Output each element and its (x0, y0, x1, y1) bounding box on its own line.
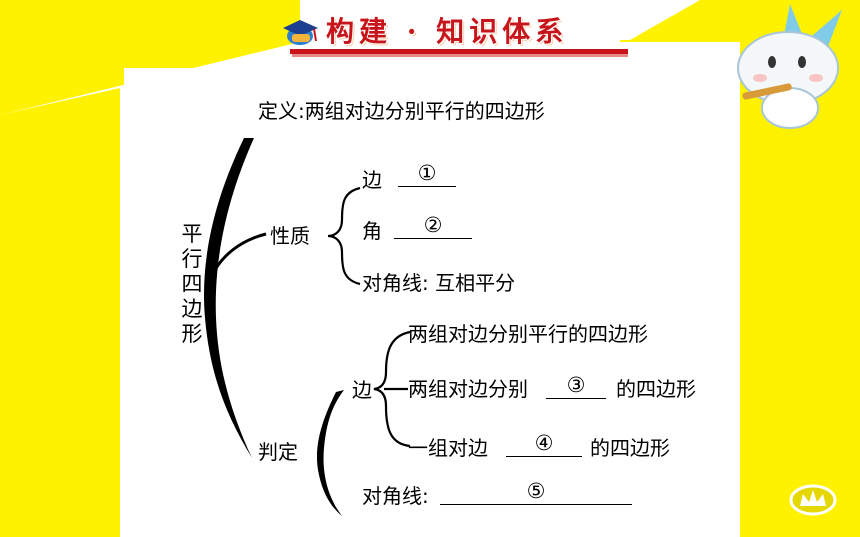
property-angle-blank: ② (394, 214, 472, 239)
property-side-blank: ① (398, 162, 456, 187)
content-panel (124, 68, 740, 537)
root-brace (204, 138, 254, 458)
criteria-label: 判定 (258, 440, 298, 464)
property-angle-label: 角 (362, 219, 382, 243)
branch-to-properties (208, 232, 267, 281)
root-char: 平 (181, 222, 203, 246)
yellow-band-top-left (0, 0, 300, 115)
graduation-cap-icon (283, 20, 318, 45)
header-underline (290, 49, 628, 54)
property-side-label: 边 (362, 168, 382, 192)
property-diagonal-text: 对角线: 互相平分 (362, 271, 516, 295)
root-char: 行 (181, 247, 203, 271)
criteria-brace (316, 390, 344, 516)
criteria-item-3-blank: ④ (506, 432, 582, 457)
criteria-diagonal-blank: ⑤ (440, 480, 632, 505)
root-label: 平 行 四 边 形 (180, 222, 204, 347)
criteria-item-2-blank: ③ (546, 374, 606, 399)
crown-logo-icon (789, 484, 837, 516)
criteria-item-1: 两组对边分别平行的四边形 (408, 322, 648, 346)
criteria-item-2-suffix: 的四边形 (616, 377, 696, 401)
criteria-side-label: 边 (352, 378, 372, 402)
root-char: 四 (181, 272, 203, 296)
white-ribbon (300, 0, 700, 40)
criteria-item-3-suffix: 的四边形 (590, 436, 670, 460)
criteria-item-3-prefix: 一组对边 (408, 436, 488, 460)
slide-title: 构建 · 知识体系 (326, 15, 569, 48)
rabbit-mascot-icon (737, 4, 842, 129)
root-char: 边 (181, 297, 203, 321)
criteria-diagonal-label: 对角线: (362, 484, 429, 508)
yellow-band-left (0, 88, 120, 537)
criteria-item-2-prefix: 两组对边分别 (408, 377, 528, 401)
yellow-band-right (740, 42, 860, 537)
properties-brace (327, 186, 361, 286)
header-underline-shadow (292, 54, 628, 57)
criteria-side-brace (373, 330, 411, 448)
root-char: 形 (181, 322, 203, 346)
definition-text: 定义:两组对边分别平行的四边形 (258, 99, 545, 123)
properties-label: 性质 (270, 224, 310, 248)
